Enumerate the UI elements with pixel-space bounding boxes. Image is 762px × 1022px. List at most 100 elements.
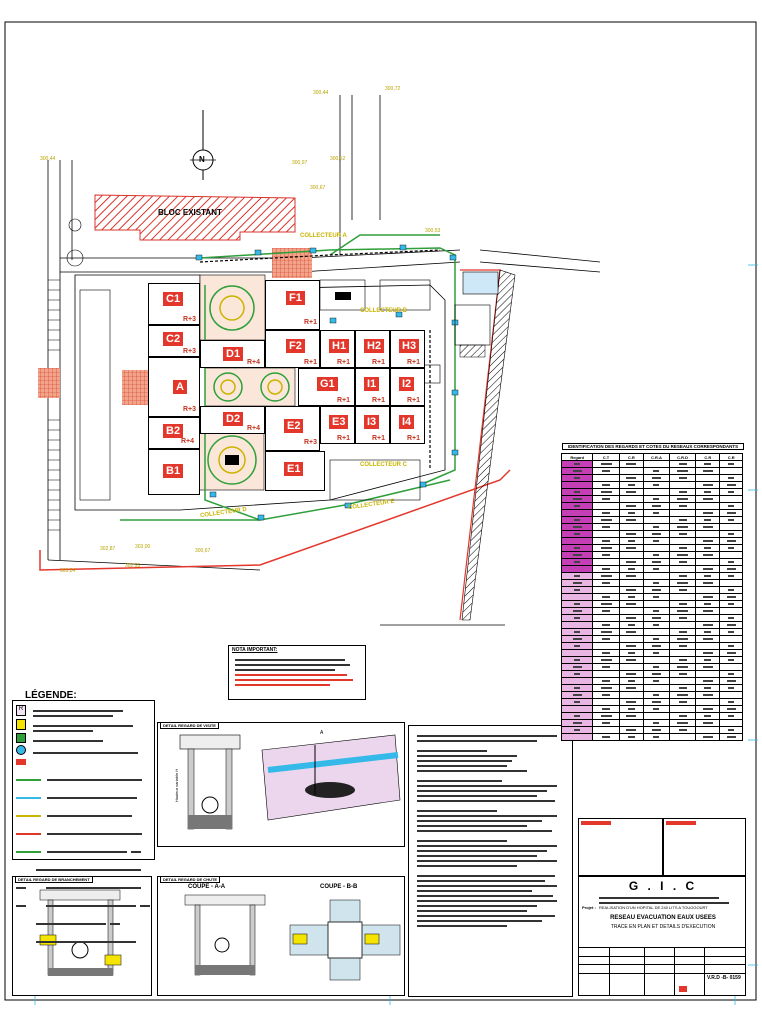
table-cell <box>695 705 721 713</box>
table-cell <box>668 530 697 538</box>
table-cell <box>642 516 670 524</box>
table-cell <box>560 579 594 587</box>
table-cell <box>642 621 670 629</box>
table-cell <box>695 614 721 622</box>
legend-manhole-symbol: R <box>16 705 26 716</box>
block[interactable]: E3 R+1 <box>320 406 355 444</box>
table-cell <box>668 684 697 692</box>
table-row <box>560 481 743 489</box>
table-cell <box>592 481 620 489</box>
table-row <box>560 607 743 615</box>
drawing-number: V.R.D -B- 0159 <box>707 975 741 981</box>
block[interactable]: I1 R+1 <box>355 368 390 406</box>
table-row <box>560 565 743 573</box>
table-cell <box>695 649 721 657</box>
detail-connection-graphic <box>39 889 122 976</box>
block[interactable]: D2 R+4 <box>200 406 265 434</box>
block[interactable]: H2 R+1 <box>355 330 390 368</box>
block-id: G1 <box>317 377 338 391</box>
block[interactable]: H3 R+1 <box>390 330 425 368</box>
block[interactable]: D1 R+4 <box>200 340 265 368</box>
block-id: I3 <box>364 415 380 429</box>
table-cell <box>695 565 721 573</box>
block-id: I2 <box>399 377 415 391</box>
table-cell <box>642 509 670 517</box>
table-row <box>560 621 743 629</box>
table-cell <box>560 495 594 503</box>
table-cell <box>618 628 644 636</box>
table-cell <box>695 684 721 692</box>
block[interactable]: H1 R+1 <box>320 330 355 368</box>
legend-title: LÉGENDE: <box>25 690 77 701</box>
table-cell <box>668 593 697 601</box>
project-label: Projet : <box>582 905 596 910</box>
table-cell <box>642 537 670 545</box>
spot-level: 302,55 <box>125 563 141 569</box>
block[interactable]: I2 R+1 <box>390 368 425 406</box>
block[interactable]: I3 R+1 <box>355 406 390 444</box>
table-row <box>560 663 743 671</box>
table-cell <box>642 523 670 531</box>
table-cell <box>668 558 697 566</box>
block[interactable]: F1 R+1 <box>265 280 320 330</box>
table-cell <box>618 544 644 552</box>
block-id: E2 <box>284 419 304 433</box>
table-cell <box>560 719 594 727</box>
table-cell <box>618 488 644 496</box>
table-cell <box>592 628 620 636</box>
table-cell <box>592 530 620 538</box>
table-cell <box>642 656 670 664</box>
block-level: R+1 <box>337 435 351 442</box>
table-row <box>560 719 743 727</box>
table-cell <box>719 509 743 517</box>
block[interactable]: B1 <box>148 449 200 495</box>
legend-panel: R <box>12 700 155 943</box>
block[interactable]: E2 R+3 <box>265 406 320 451</box>
block[interactable]: C2 R+3 <box>148 325 200 357</box>
block[interactable]: E1 <box>265 451 325 491</box>
block[interactable]: I4 R+1 <box>390 406 425 444</box>
block-id: A <box>173 380 187 394</box>
table-cell <box>592 474 620 482</box>
block[interactable]: B2 R+4 <box>148 417 200 449</box>
legend-round-symbol <box>16 745 26 755</box>
table-row <box>560 628 743 636</box>
table-cell <box>642 551 670 559</box>
detail-manhole-title: DETAIL REGARD DE VISITE <box>160 722 219 729</box>
table-cell <box>695 530 721 538</box>
table-cell <box>695 663 721 671</box>
table-cell <box>642 705 670 713</box>
table-cell <box>642 586 670 594</box>
table-cell <box>618 474 644 482</box>
table-cell <box>695 572 721 580</box>
table-cell <box>618 635 644 643</box>
table-cell <box>592 495 620 503</box>
table-cell <box>560 481 594 489</box>
table-cell <box>592 642 620 650</box>
table-cell <box>618 586 644 594</box>
table-cell <box>618 551 644 559</box>
block-id: C1 <box>163 292 184 306</box>
block[interactable]: A R+3 <box>148 357 200 417</box>
table-cell <box>592 607 620 615</box>
block[interactable]: C1 R+3 <box>148 283 200 325</box>
table-cell <box>592 698 620 706</box>
block[interactable]: F2 R+1 <box>265 330 320 368</box>
table-cell <box>560 474 594 482</box>
detail-connection-panel: DETAIL REGARD DE BRANCHEMENT <box>12 876 152 996</box>
table-cell <box>618 593 644 601</box>
table-cell <box>642 467 670 475</box>
block-level: R+1 <box>407 435 421 442</box>
table-row <box>560 726 743 734</box>
table-cell <box>642 600 670 608</box>
table-cell <box>618 495 644 503</box>
table-row <box>560 530 743 538</box>
north-label: N <box>199 155 205 164</box>
table-cell <box>592 719 620 727</box>
spot-level: 300,97 <box>292 160 308 166</box>
table-cell <box>719 481 743 489</box>
table-header-cell: C.R <box>618 453 644 461</box>
block[interactable]: G1 R+1 <box>298 368 355 406</box>
table-cell <box>592 509 620 517</box>
